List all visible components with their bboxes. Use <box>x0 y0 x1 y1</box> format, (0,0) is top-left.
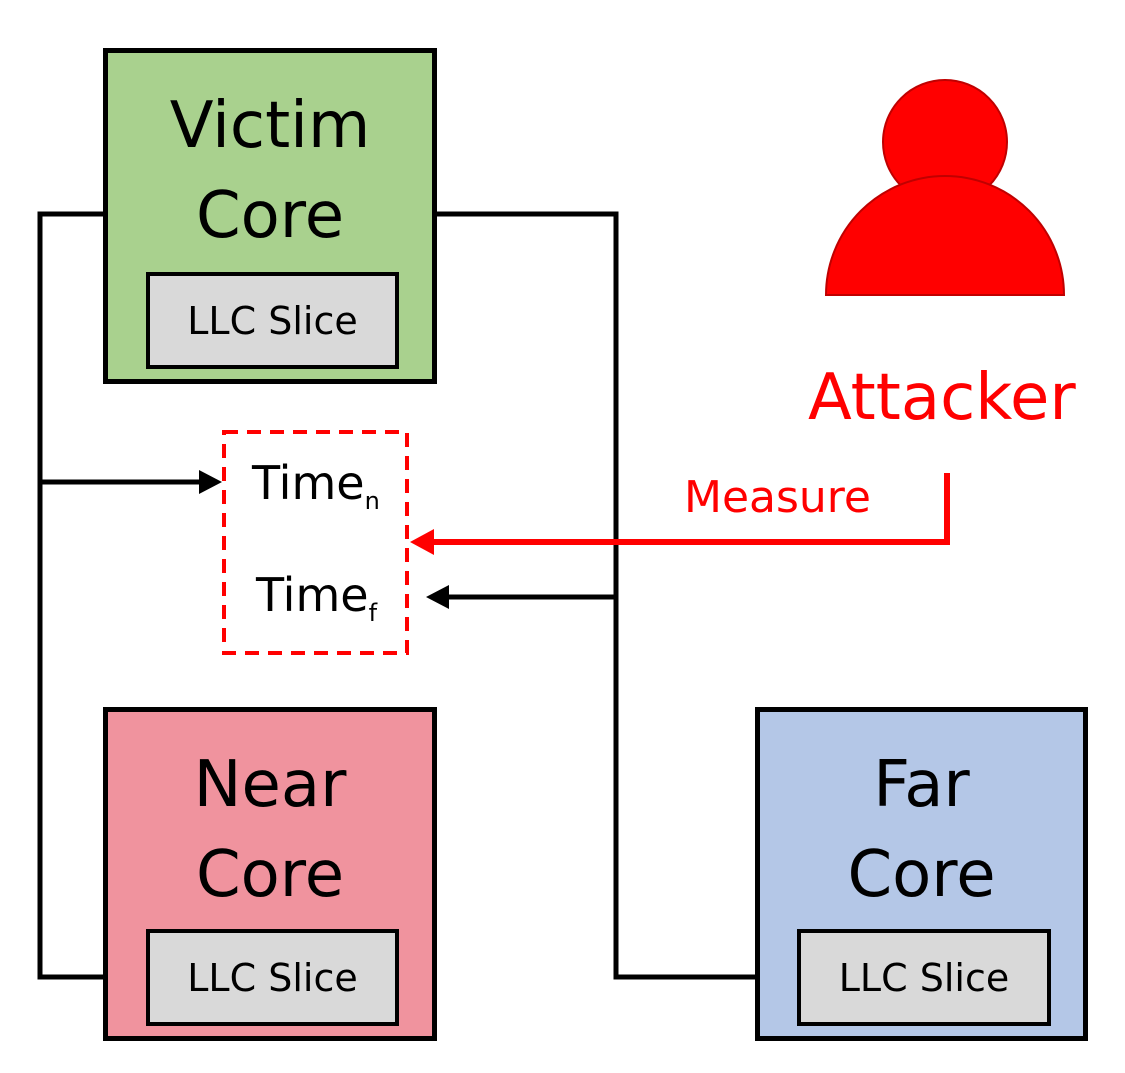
far-llc-slice: LLC Slice <box>797 929 1051 1026</box>
person-icon <box>824 79 1066 296</box>
measure-label: Measure <box>684 472 871 523</box>
victim-to-near-wire <box>37 211 128 980</box>
time-far-label: Timef <box>256 572 377 625</box>
time-near-subscript: n <box>364 487 380 515</box>
near-core-title-line2: Core <box>195 838 345 912</box>
victim-core-title-line1: Victim <box>169 89 371 163</box>
near-core: Near Core LLC Slice <box>103 707 437 1041</box>
attacker-label: Attacker <box>808 361 1076 435</box>
time-near-label: Timen <box>252 460 380 513</box>
near-llc-slice: LLC Slice <box>146 929 399 1026</box>
time-f-arrowhead <box>426 585 449 609</box>
time-far-subscript: f <box>368 599 378 627</box>
victim-core-title-line2: Core <box>195 179 345 253</box>
far-core-title-line1: Far <box>873 748 970 822</box>
measure-wire <box>430 473 950 545</box>
measure-arrowhead <box>410 529 434 555</box>
timing-box <box>222 430 409 655</box>
time-far-base: Time <box>256 568 369 622</box>
victim-llc-slice: LLC Slice <box>146 272 399 369</box>
victim-core: Victim Core LLC Slice <box>103 48 437 384</box>
far-core: Far Core LLC Slice <box>755 707 1088 1041</box>
time-near-base: Time <box>252 456 365 510</box>
time-n-arrowhead <box>199 470 222 494</box>
near-core-title-line1: Near <box>193 748 347 822</box>
far-core-title-line2: Core <box>847 838 996 912</box>
